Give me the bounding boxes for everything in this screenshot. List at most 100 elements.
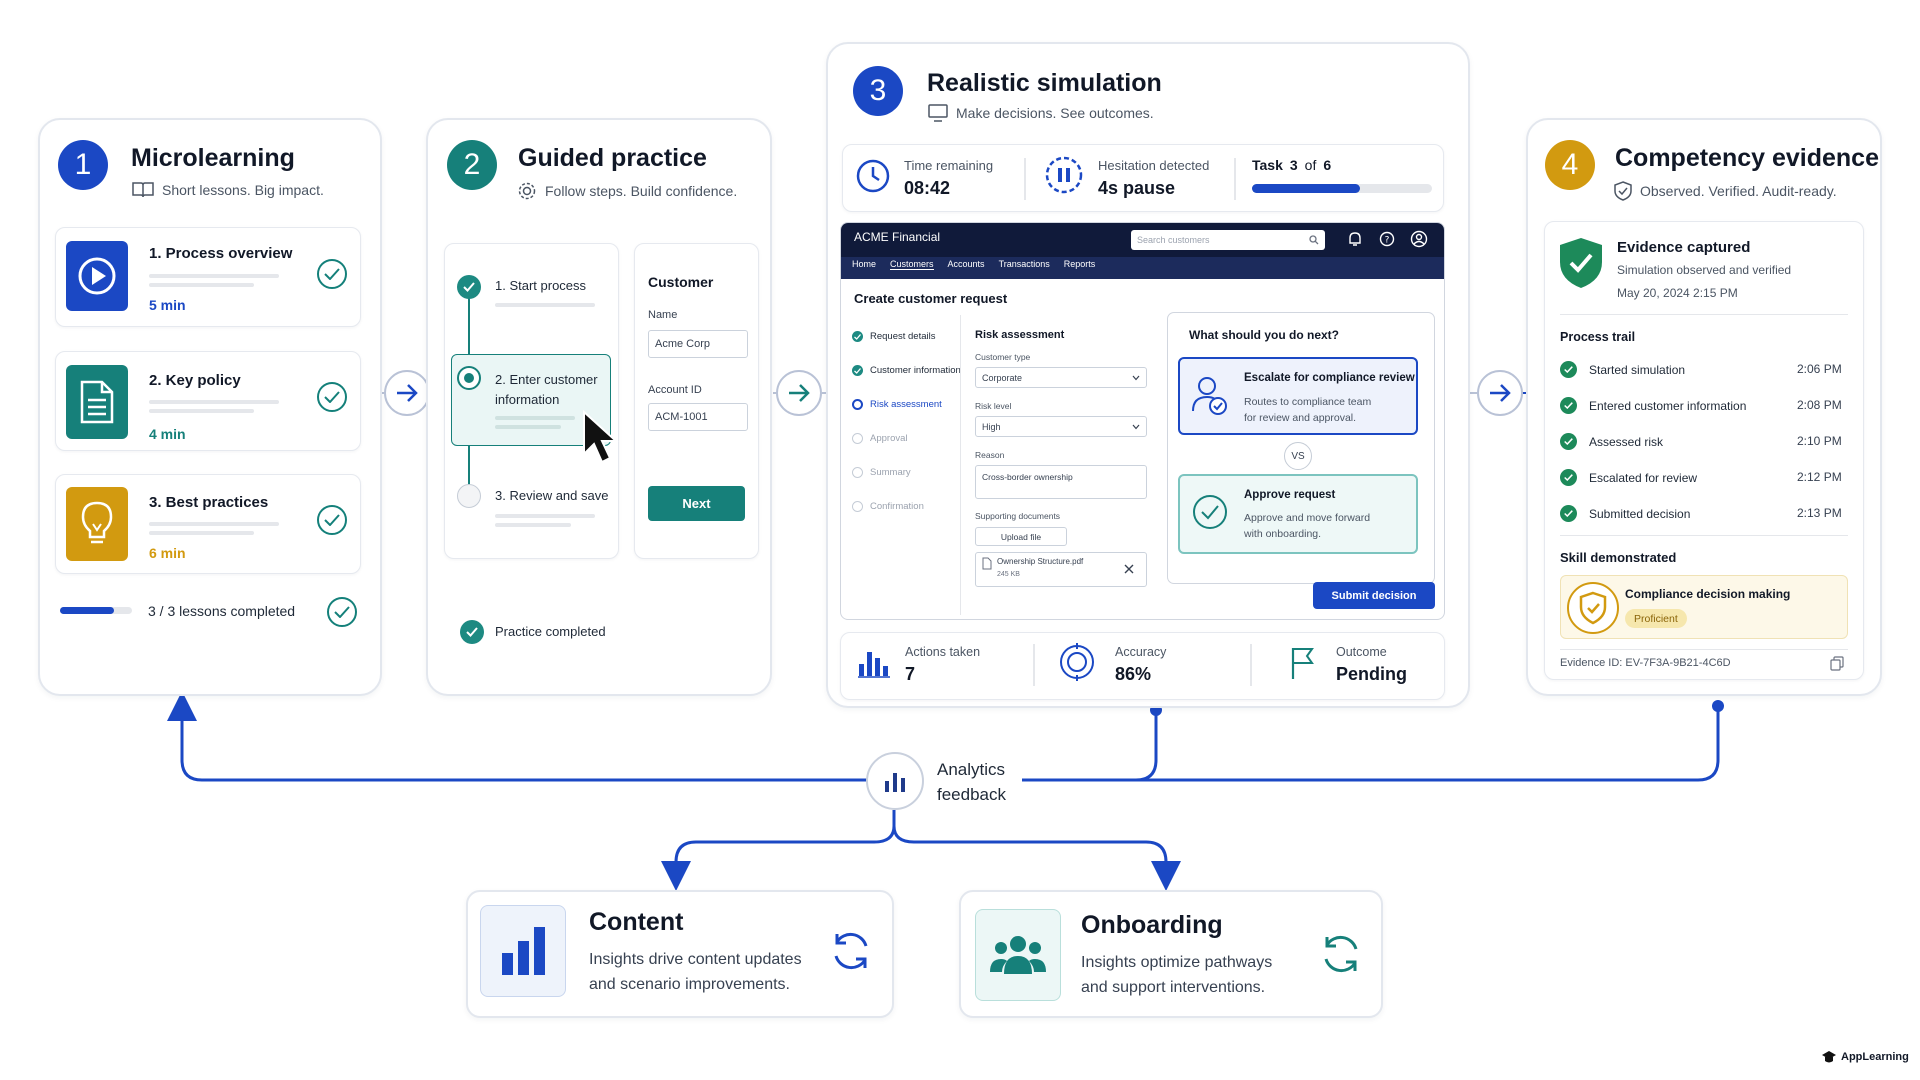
app-search-input[interactable]: Search customers: [1131, 230, 1325, 250]
option-escalate[interactable]: [1178, 357, 1418, 435]
submit-decision-button[interactable]: Submit decision: [1313, 582, 1435, 609]
onboarding-desc: and support interventions.: [1081, 979, 1266, 996]
wizard-step-active[interactable]: Risk assessment: [852, 399, 942, 410]
account-id-field[interactable]: ACM-1001: [648, 403, 748, 431]
trail-time: 2:12 PM: [1797, 470, 1842, 484]
search-icon: [1309, 235, 1319, 245]
actions-label: Actions taken: [905, 645, 981, 659]
wizard-step[interactable]: Summary: [852, 467, 911, 478]
app-nav: Home Customers Accounts Transactions Rep…: [852, 259, 1095, 270]
check-circle-icon: [1193, 495, 1227, 529]
skill-name: Compliance decision making: [1625, 587, 1791, 601]
nav-home[interactable]: Home: [852, 259, 877, 269]
actions-value: 7: [905, 664, 916, 684]
check-circle-icon: [327, 597, 357, 627]
step-number-2: 2: [447, 140, 497, 190]
phase-subtitle-text: Follow steps. Build confidence.: [545, 183, 738, 199]
risk-form-title: Risk assessment: [975, 329, 1065, 341]
process-trail-title: Process trail: [1560, 330, 1636, 344]
step-number-1: 1: [58, 140, 108, 190]
app-search-placeholder: Search customers: [1137, 235, 1210, 245]
copy-icon[interactable]: [1830, 656, 1844, 671]
nav-customers[interactable]: Customers: [890, 259, 934, 270]
nav-accounts[interactable]: Accounts: [947, 259, 985, 269]
bell-icon[interactable]: [1347, 231, 1363, 247]
play-icon: [66, 241, 128, 311]
outcome-value: Pending: [1336, 664, 1407, 684]
onboarding-title: Onboarding: [1081, 911, 1223, 939]
phase-subtitle-text: Observed. Verified. Audit-ready.: [1640, 183, 1837, 199]
skill-level-badge: Proficient: [1625, 609, 1687, 628]
customer-type-select[interactable]: Corporate: [975, 367, 1147, 388]
lesson-duration: 4 min: [149, 426, 186, 442]
file-size: 245 KB: [997, 571, 1020, 578]
accuracy-value: 86%: [1115, 664, 1152, 684]
wizard-step-done[interactable]: Request details: [852, 331, 935, 342]
arrow-right-icon: [776, 370, 822, 416]
step-number-3: 3: [853, 66, 903, 116]
wizard-step[interactable]: Approval: [852, 433, 908, 444]
lesson-duration: 6 min: [149, 545, 186, 561]
check-circle-icon: [1560, 469, 1577, 486]
phase-title: Guided practice: [518, 144, 707, 172]
bar-chart-icon: [858, 652, 890, 678]
risk-level-label: Risk level: [975, 401, 1012, 411]
option-title: Escalate for compliance review: [1244, 372, 1415, 384]
content-desc: and scenario improvements.: [589, 976, 790, 993]
account-id-label: Account ID: [648, 384, 702, 396]
phase-subtitle-text: Make decisions. See outcomes.: [956, 105, 1154, 121]
step-pending-icon: [457, 484, 481, 508]
name-field[interactable]: Acme Corp: [648, 330, 748, 358]
refresh-icon: [1324, 935, 1358, 973]
nav-reports[interactable]: Reports: [1063, 259, 1096, 269]
shield-check-icon: [1614, 181, 1632, 201]
user-avatar-icon[interactable]: [1410, 230, 1428, 248]
trail-time: 2:10 PM: [1797, 434, 1842, 448]
refresh-icon: [834, 932, 868, 970]
close-icon[interactable]: [1124, 564, 1134, 574]
lesson-title: 1. Process overview: [149, 245, 293, 262]
trail-item: Submitted decision: [1560, 505, 1690, 522]
check-circle-icon: [317, 505, 347, 535]
time-value: 08:42: [904, 178, 951, 198]
phase-subtitle: Observed. Verified. Audit-ready.: [1614, 181, 1837, 201]
trail-label: Submitted decision: [1589, 506, 1691, 521]
content-title: Content: [589, 908, 684, 936]
lesson-progress-text: 3 / 3 lessons completed: [148, 603, 296, 619]
analytics-label: Analytics: [937, 760, 1006, 779]
upload-file-button[interactable]: Upload file: [975, 527, 1067, 546]
next-button[interactable]: Next: [648, 486, 745, 521]
uploaded-file: [975, 552, 1147, 587]
reason-textarea[interactable]: Cross-border ownership: [975, 465, 1147, 499]
monitor-icon: [928, 104, 948, 122]
name-label: Name: [648, 309, 678, 321]
feedback-line-left: [180, 712, 868, 782]
file-name: Ownership Structure.pdf: [997, 557, 1084, 566]
lesson-title: 2. Key policy: [149, 372, 241, 389]
users-icon: [975, 909, 1061, 1001]
wizard-step[interactable]: Confirmation: [852, 501, 924, 512]
chevron-down-icon: [1132, 375, 1140, 380]
step-number-4: 4: [1545, 140, 1595, 190]
practice-step: 2. Enter customer information: [495, 372, 598, 407]
risk-level-select[interactable]: High: [975, 416, 1147, 437]
reason-label: Reason: [975, 450, 1005, 460]
check-circle-icon: [1560, 397, 1577, 414]
nav-transactions[interactable]: Transactions: [998, 259, 1050, 269]
trail-label: Started simulation: [1589, 362, 1686, 377]
option-approve[interactable]: [1178, 474, 1418, 554]
trail-time: 2:08 PM: [1797, 398, 1842, 412]
arrow-right-icon: [1477, 370, 1523, 416]
wizard-step-done[interactable]: Customer information: [852, 365, 961, 376]
phase-title: Realistic simulation: [927, 69, 1162, 97]
lesson-duration: 5 min: [149, 297, 186, 313]
cursor-icon: [583, 410, 619, 464]
option-desc: with onboarding.: [1244, 528, 1322, 540]
help-icon[interactable]: ?: [1379, 231, 1395, 247]
evidence-title: Evidence captured: [1617, 239, 1751, 256]
book-icon: [132, 182, 154, 198]
decision-question: What should you do next?: [1189, 328, 1339, 342]
phase-title: Competency evidence: [1615, 144, 1879, 172]
shield-check-icon: [1560, 238, 1602, 288]
trail-item: Escalated for review: [1560, 469, 1697, 486]
